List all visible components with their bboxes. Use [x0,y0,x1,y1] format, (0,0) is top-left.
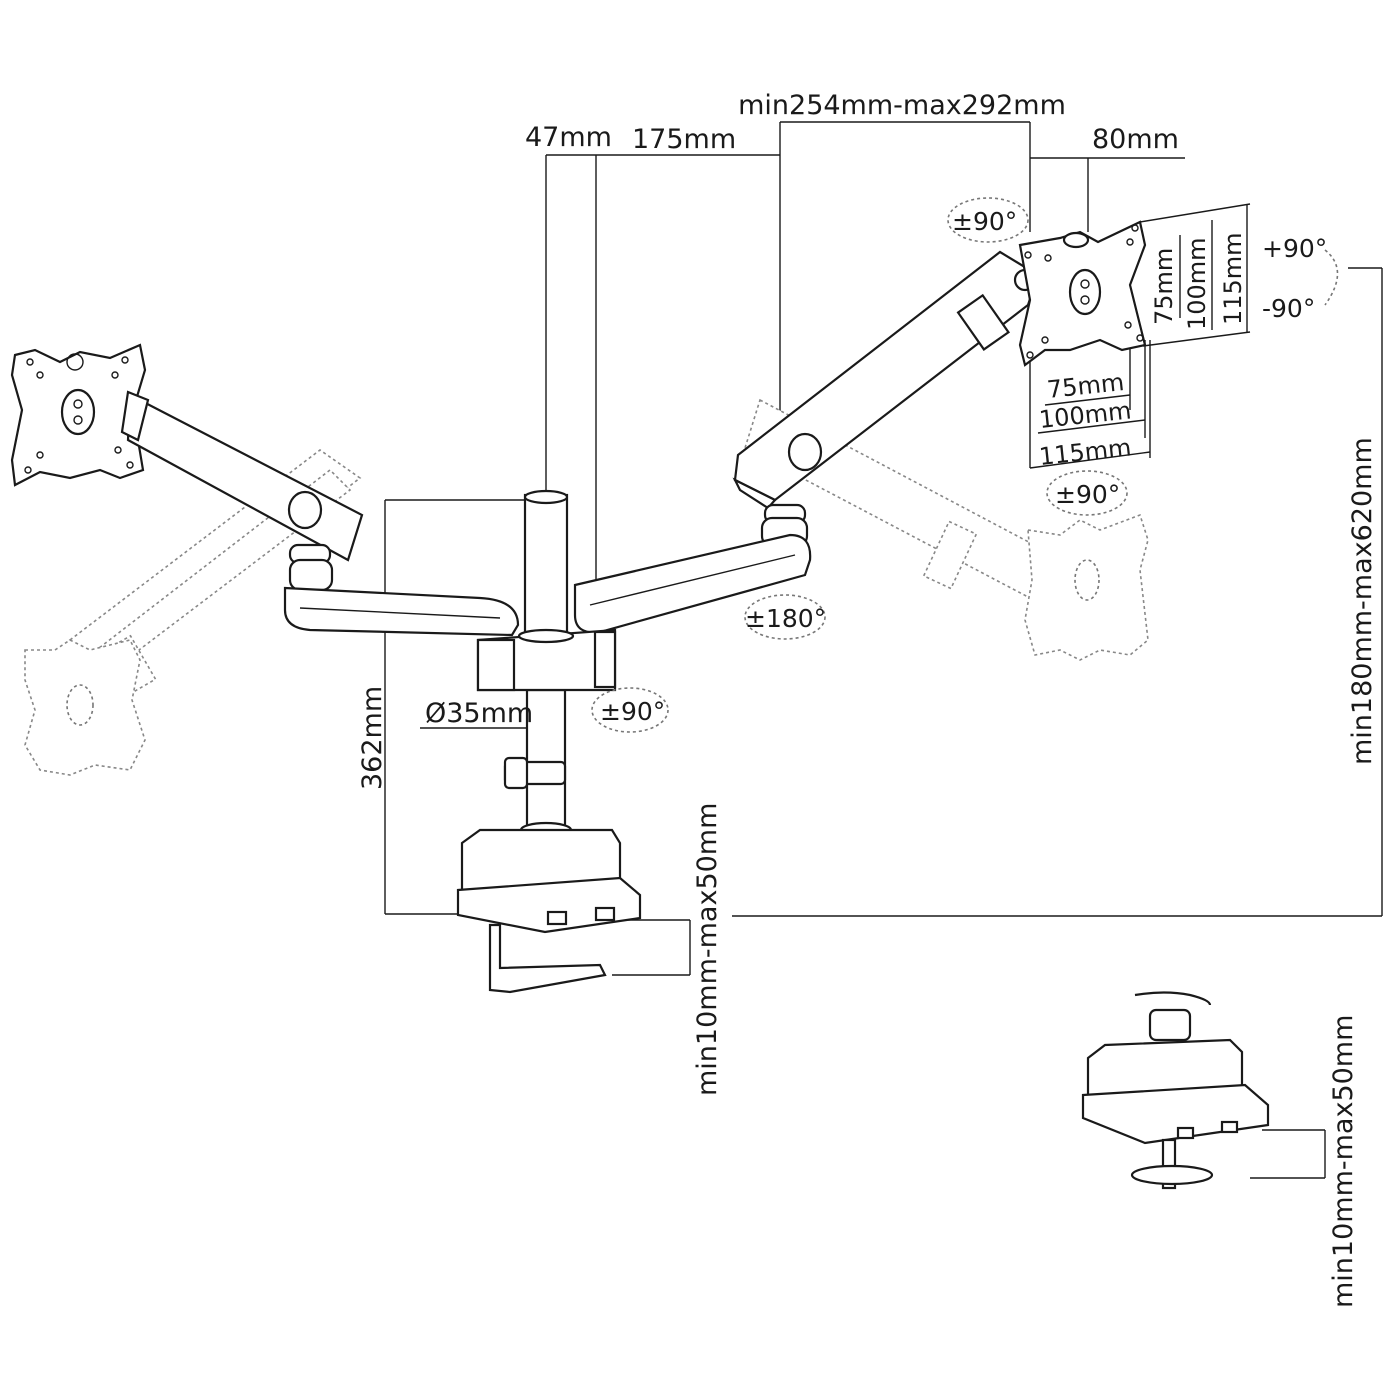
height-range-label: min180mm-max620mm [1347,437,1378,765]
vesa-labels: 75mm 100mm 115mm 75mm 100mm 115mm [1038,232,1247,471]
tilt-down-label: -90° [1262,294,1315,323]
right-vesa-bracket [1018,220,1147,367]
rotation-labels: ±90° +90° -90° ±90° ±180° ±90° [600,207,1327,726]
vesa-h-115-label: 115mm [1038,433,1133,471]
vesa-v-100-label: 100mm [1183,237,1211,330]
grommet-mount [1081,991,1270,1190]
grommet-clamp-range-label: min10mm-max50mm [1328,1015,1359,1308]
arm-swivel-label: ±180° [745,604,826,633]
dimension-labels: min254mm-max292mm 47mm 175mm 80mm Ø35mm … [357,90,1378,1308]
clamp-range-label: min10mm-max50mm [692,803,723,1096]
vesa-v-115-label: 115mm [1219,232,1247,325]
base-swivel-label: ±90° [600,697,665,726]
vesa-v-75-label: 75mm [1150,248,1178,325]
ghost-left-bracket [24,639,146,776]
head-offset-label: 80mm [1092,124,1179,155]
head-swivel-label: ±90° [952,207,1017,236]
left-lower-arm [283,586,520,637]
tilt-up-label: +90° [1262,234,1327,263]
pole-collar [476,628,617,692]
pole-offset-label: 47mm [525,122,612,153]
ghost-right-bracket [1024,513,1149,661]
left-vesa-bracket [10,343,147,487]
cable-clip [503,756,567,790]
desk-clamp [456,821,642,994]
arm-offset-label: 175mm [632,124,736,155]
pole-diameter-label: Ø35mm [425,698,533,729]
dimension-lines [384,121,1383,1179]
rotation-arrows [591,197,1339,733]
head-rotation-label: ±90° [1055,480,1120,509]
right-lower-arm [573,533,812,634]
left-upper-arm [120,390,364,592]
center-pole [523,489,569,832]
pole-height-label: 362mm [357,686,388,790]
arm-extension-label: min254mm-max292mm [738,90,1066,121]
